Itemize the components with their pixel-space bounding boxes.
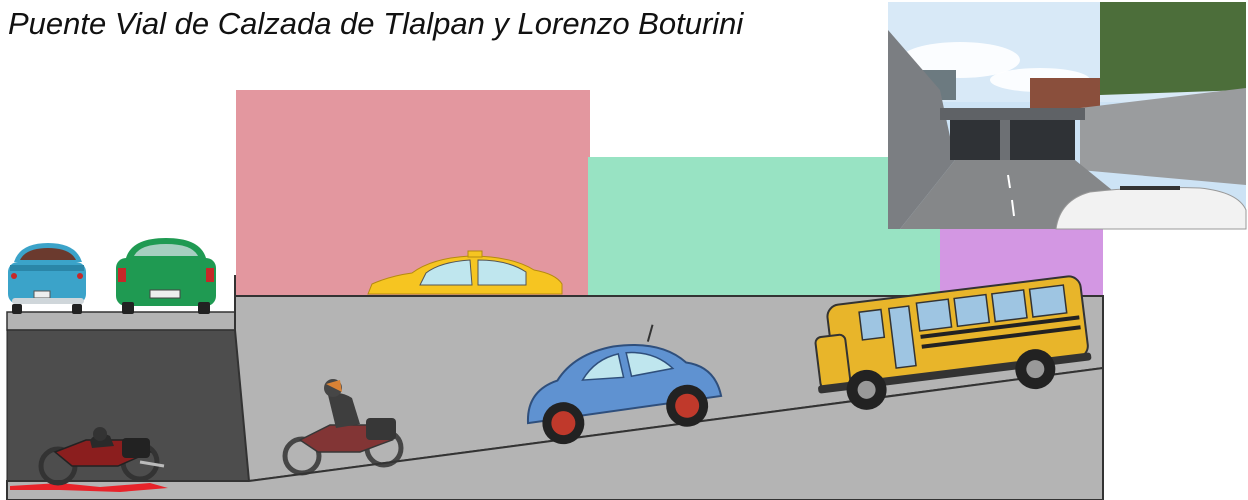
motorcycle-rider-icon <box>38 427 165 486</box>
car-blue-rear-icon <box>8 243 86 314</box>
upper-road <box>6 311 236 331</box>
car-green-rear-icon <box>116 238 216 314</box>
building-pink <box>236 90 590 296</box>
red-marking <box>10 483 168 492</box>
building-green <box>588 157 942 296</box>
lower-road <box>6 366 1104 500</box>
school-bus-icon <box>814 275 1092 410</box>
taxi-icon <box>367 250 563 295</box>
beetle-car-icon <box>527 324 723 445</box>
page-title: Puente Vial de Calzada de Tlalpan y Lore… <box>8 6 744 41</box>
underpass-photo <box>888 2 1247 230</box>
motorcycle-rider-icon <box>282 379 404 476</box>
